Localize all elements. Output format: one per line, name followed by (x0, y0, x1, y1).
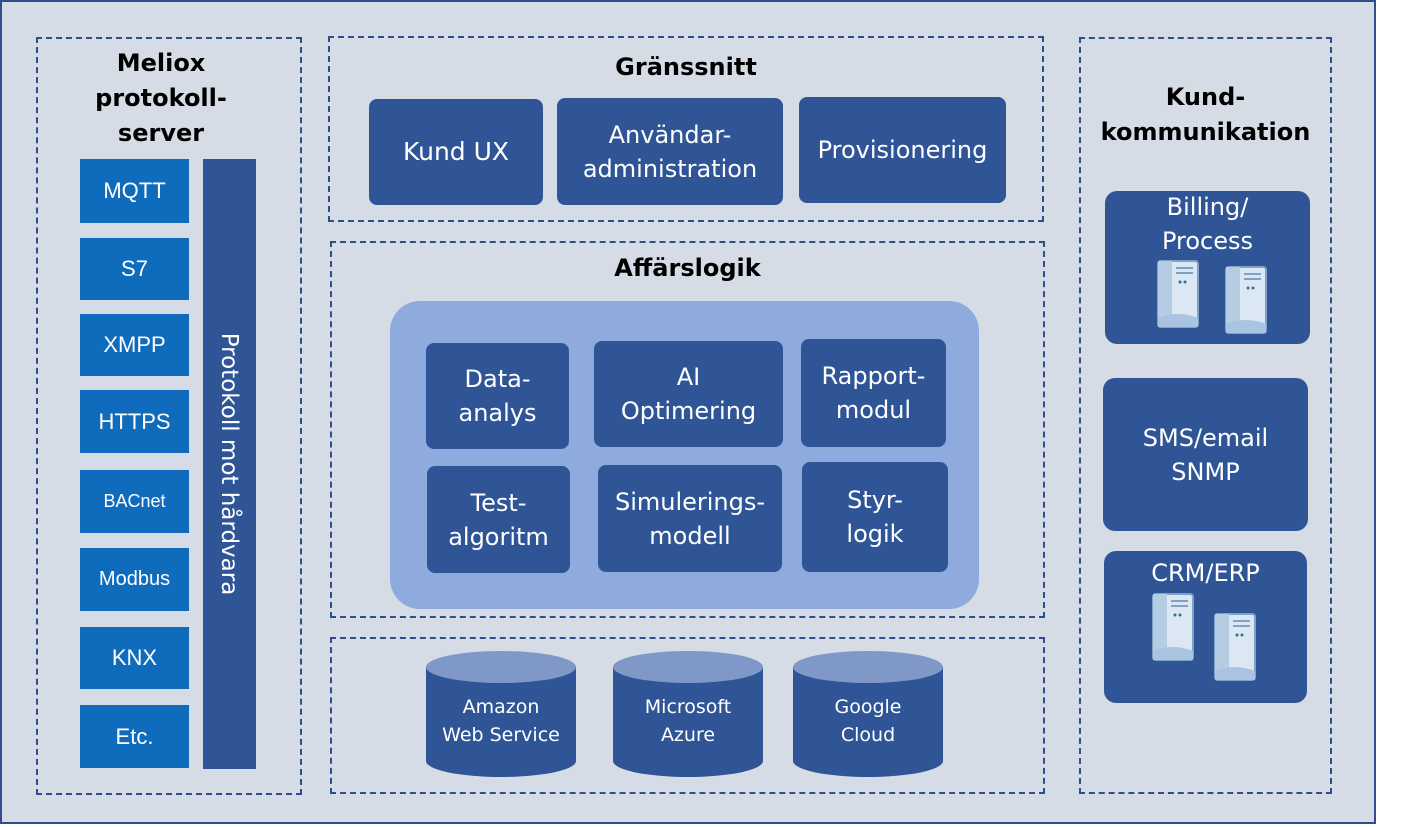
billing-process-box: Billing/ Process (1105, 191, 1310, 344)
protocol-server-title: Meliox protokoll- server (95, 49, 227, 147)
server-icon (1152, 593, 1196, 667)
cloud-provider-label: Amazon Web Service (442, 696, 560, 746)
sms-email-snmp-box: SMS/email SNMP (1103, 378, 1308, 531)
provisioning-box: Provisionering (799, 97, 1006, 203)
database-cylinder-icon (426, 651, 576, 777)
server-icon (1157, 260, 1201, 334)
cloud-provider-aws: Amazon Web Service (425, 650, 577, 778)
cloud-provider-google: Google Cloud (792, 650, 944, 778)
cloud-provider-label: Google Cloud (834, 696, 902, 746)
protocol-mqtt: MQTT (80, 159, 189, 223)
protocol-s7: S7 (80, 238, 189, 300)
customer-communication-title: Kund- kommunikation (1100, 83, 1311, 146)
protocol-etc: Etc. (80, 705, 189, 768)
cloud-provider-label: Microsoft Azure (644, 696, 732, 746)
protocol-xmpp: XMPP (80, 314, 189, 376)
user-admin-box: Användar- administration (557, 98, 783, 205)
protocol-https: HTTPS (80, 390, 189, 453)
hardware-protocol-label: Protokoll mot hårdvara (216, 332, 242, 596)
protocol-server-panel (36, 37, 302, 795)
protocol-bacnet: BACnet (80, 470, 189, 533)
cloud-panel (330, 637, 1045, 794)
report-module-box: Rapport- modul (801, 339, 946, 447)
data-analysis-box: Data- analys (426, 343, 569, 449)
control-logic-box: Styr- logik (802, 462, 948, 572)
database-cylinder-icon (613, 651, 763, 777)
protocol-modbus: Modbus (80, 548, 189, 611)
cloud-provider-azure: Microsoft Azure (612, 650, 764, 778)
test-algorithm-box: Test- algoritm (427, 466, 570, 573)
interface-title: Gränssnitt (615, 53, 757, 81)
billing-process-label: Billing/ Process (1161, 193, 1254, 255)
hardware-protocol-bar (203, 159, 256, 769)
business-logic-panel (330, 241, 1045, 618)
interface-panel (328, 36, 1044, 222)
database-cylinder-icon (793, 651, 943, 777)
customer-communication-panel (1079, 37, 1332, 794)
simulation-model-box: Simulerings- modell (598, 465, 782, 572)
crm-erp-box: CRM/ERP (1104, 551, 1307, 703)
server-icon (1225, 266, 1269, 340)
server-icon (1214, 613, 1258, 687)
ai-optimization-box: AI Optimering (594, 341, 783, 447)
crm-erp-label: CRM/ERP (1151, 559, 1260, 587)
protocol-knx: KNX (80, 627, 189, 689)
customer-ux-box: Kund UX (369, 99, 543, 205)
business-logic-title: Affärslogik (614, 254, 761, 282)
